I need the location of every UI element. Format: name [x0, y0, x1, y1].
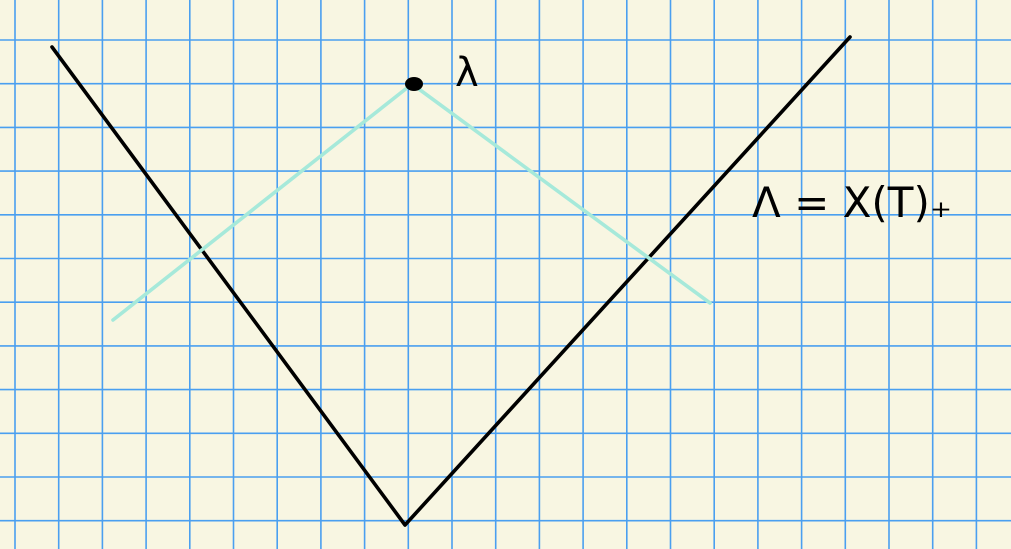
outer-cone-line	[50, 35, 852, 527]
lambda-point	[405, 77, 423, 91]
lambda-label: λ	[455, 50, 479, 96]
cone-equation-label: Λ = X(T)₊	[752, 178, 952, 227]
